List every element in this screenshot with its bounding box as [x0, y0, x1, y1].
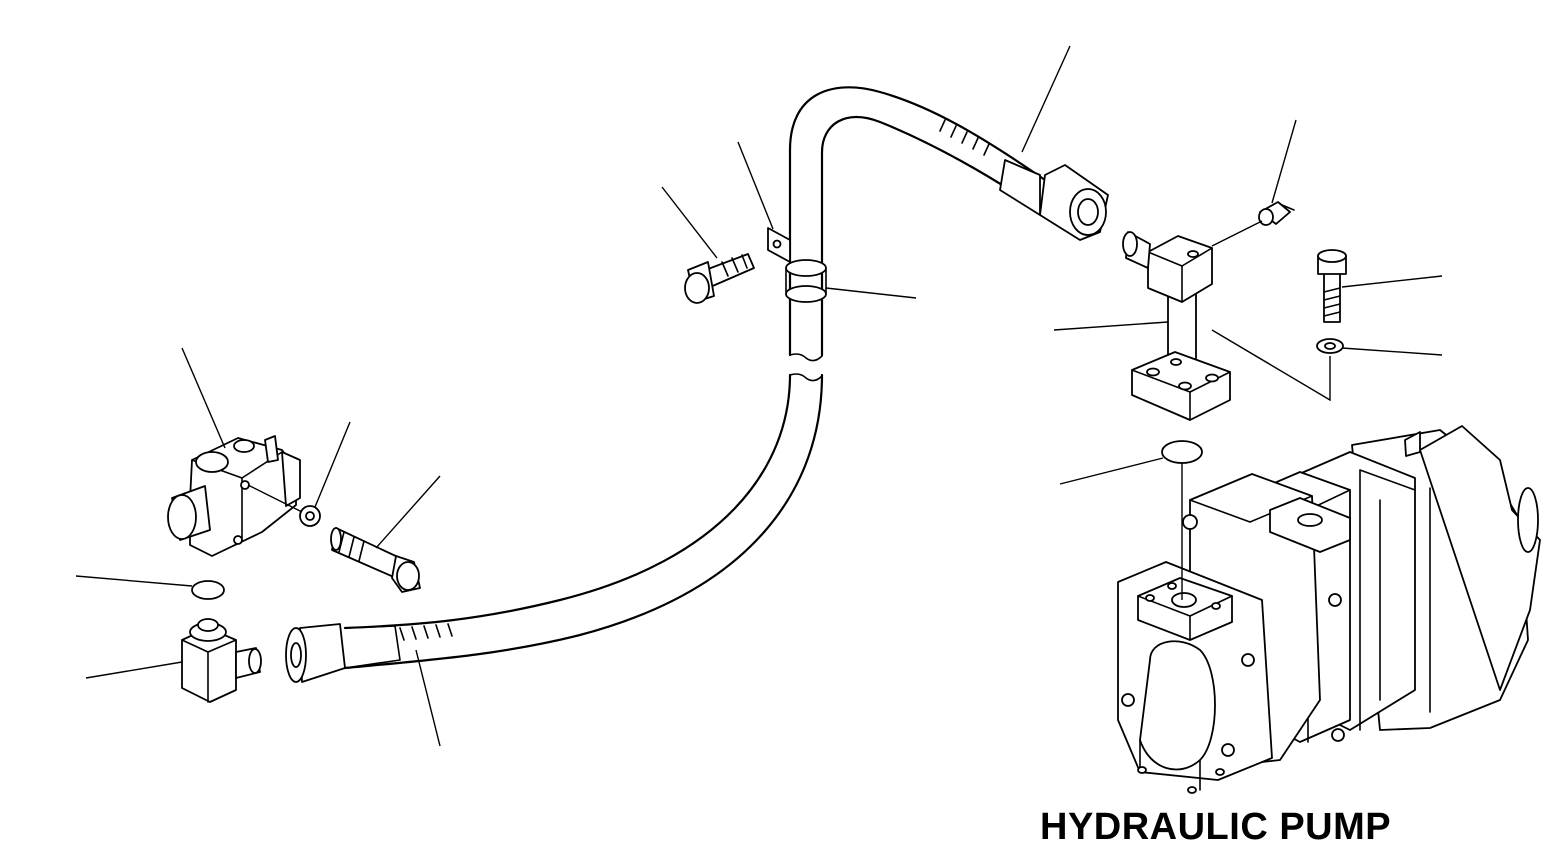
hose-upper — [790, 87, 1045, 355]
plug — [1259, 202, 1294, 225]
clamp-bolt — [685, 254, 754, 303]
hose-break-upper — [790, 354, 822, 361]
hose-break-lower — [790, 374, 822, 381]
hose-hatch-upper — [940, 120, 989, 155]
clamp-band-top — [786, 260, 826, 276]
diagram-caption: HYDRAULIC PUMP — [1040, 806, 1392, 848]
washer-small — [300, 506, 320, 526]
hose-clamp — [768, 228, 826, 302]
hydraulic-pump — [1118, 426, 1540, 793]
elbow-block-pipe — [1123, 232, 1230, 420]
hose-lower-fitting — [286, 624, 400, 682]
elbow-fitting — [182, 619, 261, 702]
long-bolt — [331, 528, 420, 592]
hose-assembly — [286, 87, 1108, 682]
valve-block — [168, 436, 300, 556]
clamp-band-bottom — [786, 286, 826, 302]
washer — [1317, 339, 1343, 353]
o-ring-pump — [1162, 441, 1202, 463]
hose-upper-fitting — [1000, 160, 1108, 240]
hose-hatch-lower — [400, 624, 452, 640]
leader-lines — [76, 46, 1442, 746]
o-ring-small — [192, 581, 224, 599]
mount-bolt — [1318, 250, 1346, 322]
hose-lower — [345, 375, 790, 628]
